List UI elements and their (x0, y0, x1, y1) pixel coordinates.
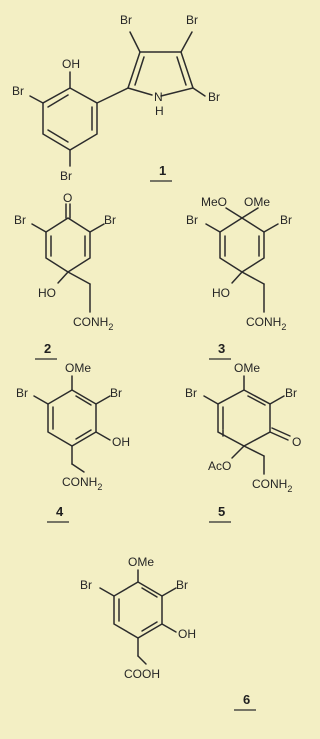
compound-3-br-a: Br (186, 213, 198, 227)
compound-3-bonds (205, 207, 279, 313)
compound-3-ome: OMe (244, 195, 270, 209)
compound-1: Br Br Br Br Br OH N H 1 (12, 13, 220, 183)
compound-4-br-b: Br (110, 386, 122, 400)
compound-1-bonds (29, 31, 206, 167)
compound-1-oh: OH (62, 57, 80, 71)
compound-2-number: 2 (44, 341, 51, 356)
compound-1-br-b: Br (186, 13, 198, 27)
compound-1-br-e: Br (60, 169, 72, 183)
compound-3-ho: HO (212, 286, 230, 300)
compound-4-conh: CONH2 (62, 475, 102, 492)
compound-4: OMe Br Br OH CONH2 4 (16, 361, 130, 523)
compound-5-conh: CONH2 (252, 477, 292, 494)
compound-6-ome: OMe (128, 555, 154, 569)
compound-2-oxygen: O (63, 191, 72, 205)
compound-5-aco: AcO (208, 459, 231, 473)
compound-5-br-a: Br (185, 386, 197, 400)
compound-6-bonds (99, 569, 177, 665)
compound-5-number: 5 (218, 504, 225, 519)
compound-5-oxygen: O (292, 435, 301, 449)
compound-1-br-a: Br (120, 13, 132, 27)
compound-4-bonds (33, 375, 111, 473)
compound-5-bonds (203, 375, 291, 475)
compound-1-n: N (154, 90, 163, 104)
compound-1-number: 1 (159, 163, 166, 178)
compound-4-number: 4 (56, 504, 64, 519)
compound-2-ho: HO (38, 286, 56, 300)
compound-5-br-b: Br (285, 386, 297, 400)
compound-3-br-b: Br (280, 213, 292, 227)
compound-4-ome: OMe (65, 361, 91, 375)
compound-3-meo: MeO (201, 195, 227, 209)
compound-3-conh: CONH2 (246, 315, 286, 332)
compound-2-conh: CONH2 (73, 315, 113, 332)
compound-1-br-d: Br (12, 84, 24, 98)
compound-3: MeO OMe Br Br HO CONH2 3 (186, 195, 292, 360)
compound-5: OMe Br Br O AcO CONH2 5 (185, 361, 301, 523)
compound-6-number: 6 (243, 692, 250, 707)
compound-6-br-a: Br (80, 578, 92, 592)
compound-3-number: 3 (218, 341, 225, 356)
compound-6-br-b: Br (176, 578, 188, 592)
compound-5-ome: OMe (234, 361, 260, 375)
compound-6-oh: OH (178, 627, 196, 641)
compound-6-cooh: COOH (124, 667, 160, 681)
compound-4-oh: OH (112, 435, 130, 449)
compound-2-br-a: Br (14, 213, 26, 227)
compound-4-br-a: Br (16, 386, 28, 400)
compound-6: OMe Br Br OH COOH 6 (80, 555, 256, 711)
compound-2-br-b: Br (104, 213, 116, 227)
compound-2: O Br Br HO CONH2 2 (14, 191, 116, 360)
compound-1-h: H (155, 104, 164, 118)
compound-2-bonds (31, 203, 105, 313)
compound-1-br-c: Br (208, 90, 220, 104)
